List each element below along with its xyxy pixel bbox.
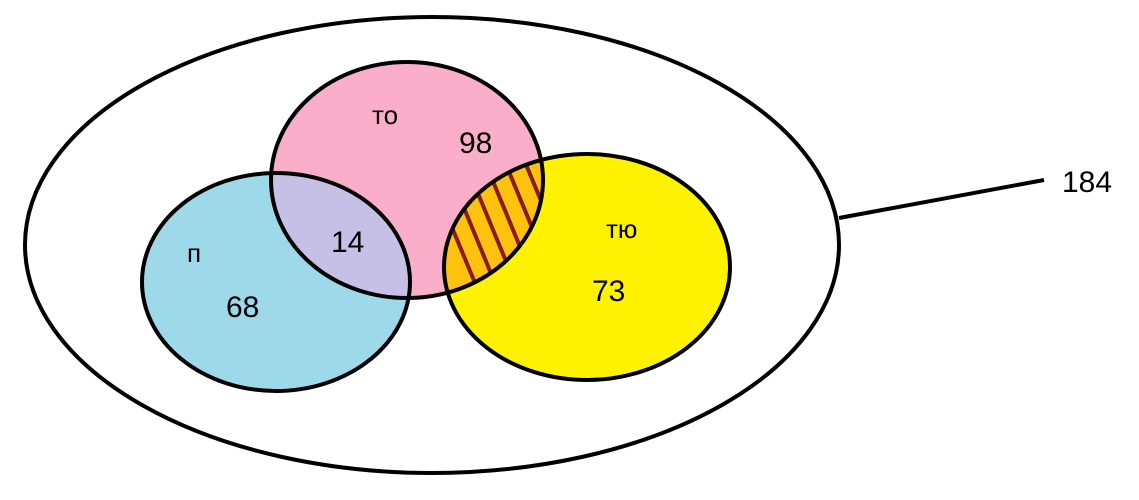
universe-value: 184 (1062, 166, 1112, 199)
intersection-p-to-value: 14 (331, 226, 364, 259)
set-tyu-value: 73 (592, 275, 625, 308)
set-to-label: то (372, 100, 398, 130)
set-tyu-label: тю (606, 214, 637, 244)
set-p-outline (140, 171, 412, 393)
hatch-line (518, 154, 543, 298)
set-to-outline (269, 60, 545, 300)
set-p-value: 68 (226, 291, 259, 324)
set-to-value: 98 (459, 127, 492, 160)
universe-pointer-line (838, 178, 1045, 220)
set-p-label: п (187, 238, 201, 268)
set-tyu-outline (442, 152, 732, 382)
